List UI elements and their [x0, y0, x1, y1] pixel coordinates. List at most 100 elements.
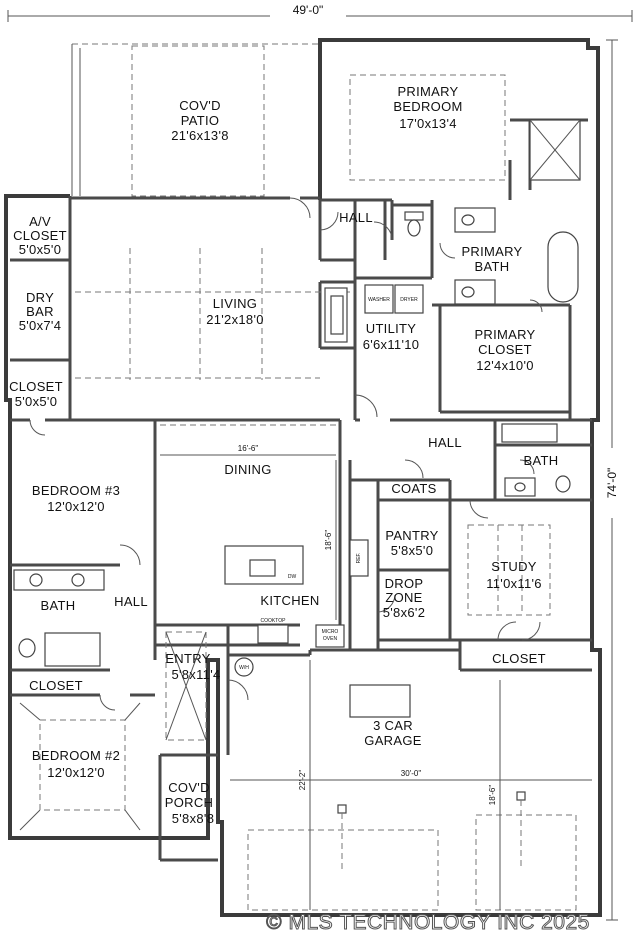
room-covd-porch: COV'D PORCH 5'8x8'8: [165, 780, 214, 826]
svg-text:ZONE: ZONE: [385, 590, 422, 605]
svg-text:PORCH: PORCH: [165, 795, 213, 810]
exterior-walls: [4, 38, 602, 917]
svg-text:BEDROOM #2: BEDROOM #2: [32, 748, 120, 763]
room-drop-zone: DROP ZONE 5'8x6'2: [383, 576, 425, 620]
svg-text:BATH: BATH: [475, 259, 510, 274]
cooktop-icon: [257, 624, 289, 644]
svg-text:COV'D: COV'D: [179, 98, 221, 113]
svg-text:STUDY: STUDY: [491, 559, 537, 574]
washer-icon: [364, 284, 394, 314]
bathtub-icon: [501, 423, 558, 443]
garage-depth-left-label: 22'-2": [298, 770, 307, 791]
washer-label: WASHER: [368, 297, 390, 303]
svg-text:5'8x11'4: 5'8x11'4: [171, 667, 220, 682]
overall-width-label: 49'-0": [293, 3, 324, 17]
room-hall-mid: HALL: [428, 435, 462, 450]
room-closet-bed2: CLOSET: [29, 678, 83, 693]
svg-text:CLOSET: CLOSET: [478, 342, 532, 357]
room-coats: COATS: [391, 481, 436, 496]
svg-text:DROP: DROP: [385, 576, 424, 591]
room-covd-patio: COV'D PATIO 21'6x13'8: [171, 98, 229, 143]
fixtures: WASHER DRYER DW REF. COOKTOP MICRO O: [13, 119, 581, 911]
room-garage: 3 CAR GARAGE: [364, 718, 421, 748]
water-heater-label: W/H: [239, 665, 249, 671]
garage-width-label: 30'-0": [401, 769, 422, 778]
dining-width-label: 16'-6": [238, 444, 259, 453]
room-dining: DINING: [224, 462, 271, 477]
svg-text:12'0x12'0: 12'0x12'0: [47, 765, 105, 780]
micro-oven-icon: [315, 624, 345, 648]
svg-text:CLOSET: CLOSET: [13, 228, 67, 243]
dishwasher-label: DW: [288, 574, 297, 580]
svg-text:17'0x13'4: 17'0x13'4: [399, 116, 457, 131]
toilet-icon: [18, 638, 36, 658]
refrigerator-label: REF.: [356, 553, 362, 564]
room-pantry: PANTRY 5'8x5'0: [385, 528, 438, 558]
micro-label: MICRO: [322, 629, 339, 635]
svg-text:3 CAR: 3 CAR: [373, 718, 413, 733]
garage-door-left: [247, 829, 439, 911]
svg-text:PATIO: PATIO: [181, 113, 220, 128]
room-hall-top: HALL: [339, 210, 373, 225]
interior-dimensions: 16'-6" 18'-6" 30'-0" 22'-2" 18'-6": [160, 444, 592, 910]
garage-depth-right-label: 18'-6": [488, 785, 497, 806]
svg-text:21'6x13'8: 21'6x13'8: [171, 128, 229, 143]
kitchen-sink-icon: [249, 559, 276, 577]
room-entry: ENTRY 5'8x11'4: [165, 651, 220, 682]
svg-text:12'4x10'0: 12'4x10'0: [476, 358, 534, 373]
room-labels: COV'D PATIO 21'6x13'8 PRIMARY BEDROOM 17…: [9, 84, 558, 826]
room-bath-right: BATH: [524, 453, 559, 468]
svg-text:PRIMARY: PRIMARY: [461, 244, 522, 259]
room-primary-bath: PRIMARY BATH: [461, 244, 522, 274]
svg-text:5'0x5'0: 5'0x5'0: [15, 394, 57, 409]
svg-text:A/V: A/V: [29, 214, 51, 229]
water-heater-icon: [234, 657, 254, 677]
sink-icon: [454, 207, 496, 233]
room-closet-left: CLOSET 5'0x5'0: [9, 379, 63, 409]
watermark: © MLS TECHNOLOGY INC 2025: [266, 911, 590, 933]
svg-text:UTILITY: UTILITY: [366, 321, 417, 336]
svg-text:DRY: DRY: [26, 290, 54, 305]
svg-text:CLOSET: CLOSET: [9, 379, 63, 394]
svg-text:PANTRY: PANTRY: [385, 528, 438, 543]
svg-text:5'8x8'8: 5'8x8'8: [172, 811, 214, 826]
room-study: STUDY 11'0x11'6: [486, 559, 542, 591]
svg-text:12'0x12'0: 12'0x12'0: [47, 499, 105, 514]
toilet-icon: [404, 211, 424, 221]
svg-text:BEDROOM #3: BEDROOM #3: [32, 483, 120, 498]
svg-text:21'2x18'0: 21'2x18'0: [206, 312, 264, 327]
oven-label: OVEN: [323, 636, 338, 642]
overall-depth-dimension: 74'-0": [604, 39, 620, 921]
sink-icon: [454, 279, 496, 305]
bathtub-icon: [547, 231, 579, 303]
garage-storage-icon: [349, 684, 411, 718]
kitchen-depth-label: 18'-6": [324, 530, 333, 551]
room-av-closet: A/V CLOSET 5'0x5'0: [13, 214, 67, 257]
svg-text:11'0x11'6: 11'0x11'6: [486, 576, 542, 591]
vanity-icon: [13, 569, 105, 591]
svg-text:5'8x6'2: 5'8x6'2: [383, 605, 425, 620]
room-closet-study: CLOSET: [492, 651, 546, 666]
ceiling-lines: [19, 74, 551, 831]
svg-text:PRIMARY: PRIMARY: [397, 84, 458, 99]
room-utility: UTILITY 6'6x11'10: [363, 321, 419, 352]
svg-text:PRIMARY: PRIMARY: [474, 327, 535, 342]
room-primary-closet: PRIMARY CLOSET 12'4x10'0: [474, 327, 535, 373]
bathtub-icon: [44, 632, 101, 667]
svg-text:COV'D: COV'D: [168, 780, 210, 795]
room-hall-left: HALL: [114, 594, 148, 609]
svg-text:LIVING: LIVING: [213, 296, 257, 311]
dryer-label: DRYER: [400, 297, 418, 303]
svg-text:5'8x5'0: 5'8x5'0: [391, 543, 433, 558]
toilet-icon: [555, 475, 571, 493]
svg-text:5'0x5'0: 5'0x5'0: [19, 242, 61, 257]
room-bedroom-3: BEDROOM #3 12'0x12'0: [32, 483, 120, 514]
room-bath-left: BATH: [41, 598, 76, 613]
overall-width-dimension: 49'-0": [7, 3, 633, 22]
room-dry-bar: DRY BAR 5'0x7'4: [19, 290, 61, 333]
room-primary-bedroom: PRIMARY BEDROOM 17'0x13'4: [393, 84, 462, 131]
svg-text:ENTRY: ENTRY: [165, 651, 210, 666]
garage-door-right: [475, 814, 577, 911]
refrigerator-icon: [349, 539, 369, 577]
